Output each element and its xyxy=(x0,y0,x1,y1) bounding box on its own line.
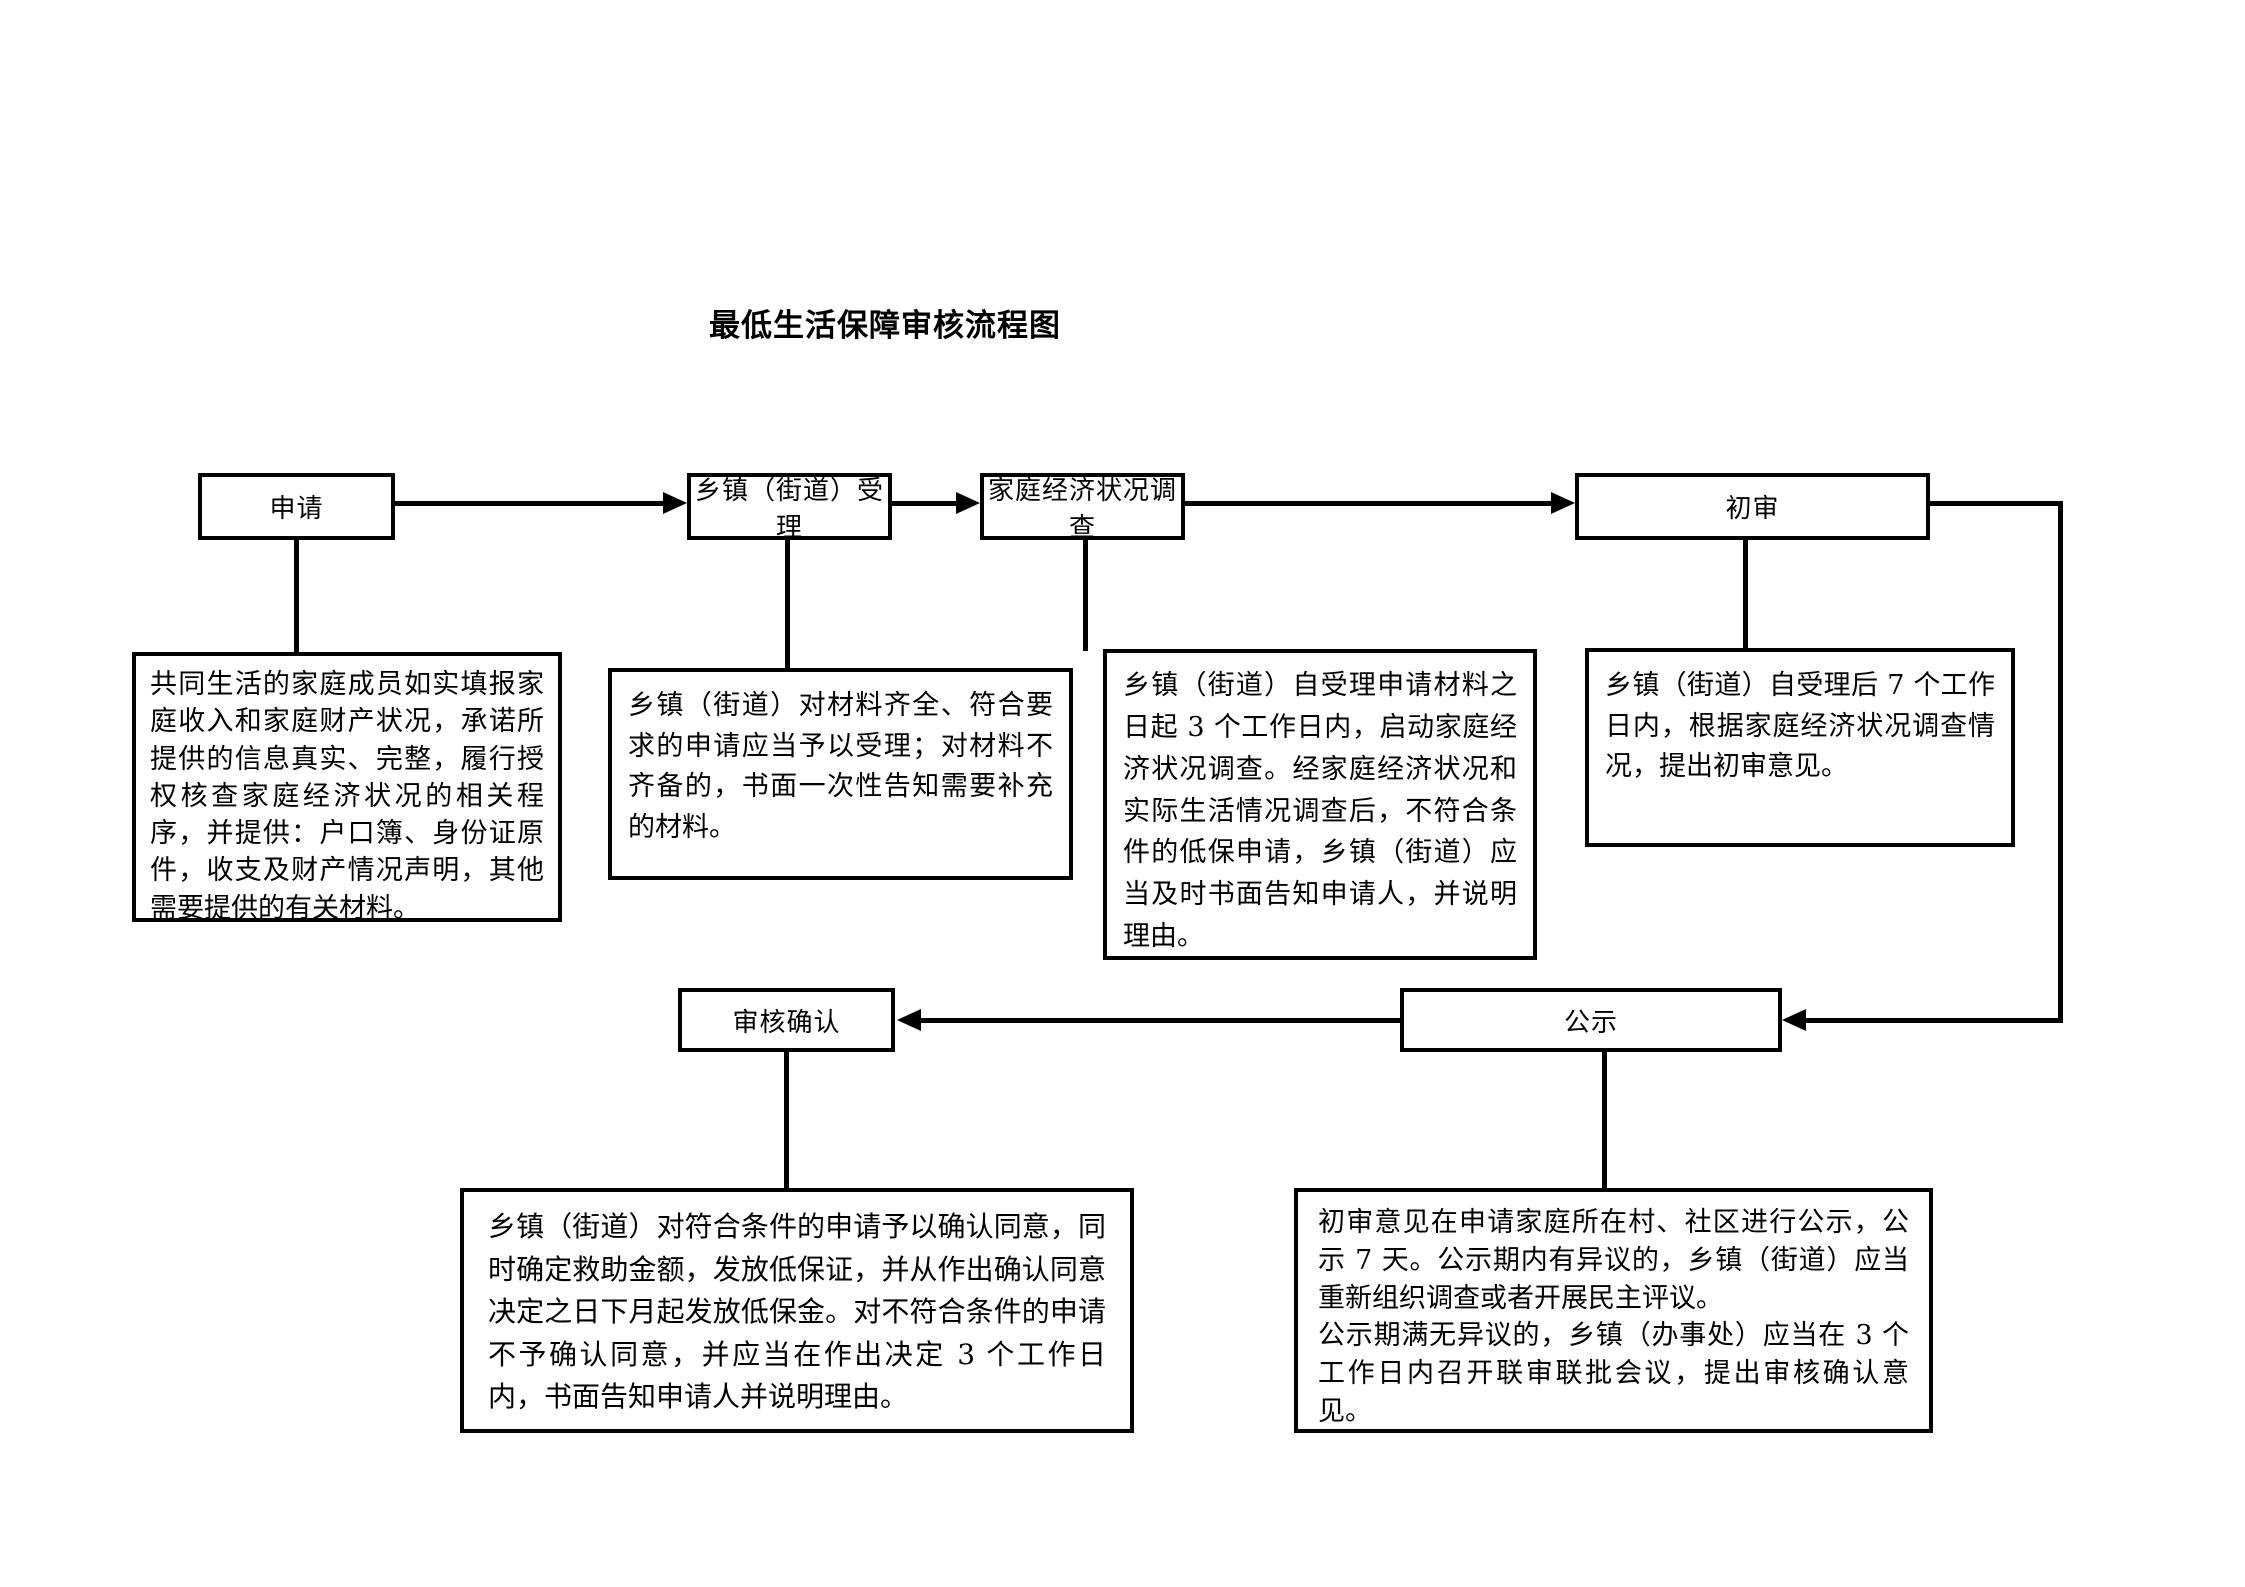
node-initial-review-label: 初审 xyxy=(1725,494,1780,524)
arrow-survey-to-initial-line xyxy=(1185,501,1553,506)
node-apply-label: 申请 xyxy=(269,494,324,524)
node-initial-review: 初审 xyxy=(1575,473,1930,540)
connector-initial-to-publicity-top xyxy=(1930,501,2063,506)
desc-accept: 乡镇（街道）对材料齐全、符合要求的申请应当予以受理；对材料不齐备的，书面一次性告… xyxy=(608,668,1073,880)
drop-line-publicity xyxy=(1602,1052,1607,1190)
drop-line-initial xyxy=(1743,540,1748,650)
desc-confirm: 乡镇（街道）对符合条件的申请予以确认同意，同时确定救助金额，发放低保证，并从作出… xyxy=(460,1188,1134,1433)
node-survey-label: 家庭经济状况调查 xyxy=(987,475,1177,543)
arrow-apply-to-accept-head-icon xyxy=(663,492,687,514)
arrow-publicity-to-confirm-head-icon xyxy=(897,1009,921,1031)
node-survey: 家庭经济状况调查 xyxy=(980,473,1185,543)
desc-initial-review: 乡镇（街道）自受理后 7 个工作日内，根据家庭经济状况调查情况，提出初审意见。 xyxy=(1585,648,2015,847)
node-confirm-label: 审核确认 xyxy=(732,1007,841,1038)
desc-survey: 乡镇（街道）自受理申请材料之日起 3 个工作日内，启动家庭经济状况调查。经家庭经… xyxy=(1103,649,1537,960)
connector-initial-to-publicity-vertical xyxy=(2058,501,2063,1023)
desc-publicity: 初审意见在申请家庭所在村、社区进行公示，公示 7 天。公示期内有异议的，乡镇（街… xyxy=(1294,1188,1933,1433)
node-publicity-label: 公示 xyxy=(1563,1007,1618,1038)
drop-line-confirm xyxy=(784,1052,789,1190)
drop-line-apply xyxy=(294,540,299,654)
arrow-apply-to-accept-line xyxy=(395,501,665,506)
arrow-survey-to-initial-head-icon xyxy=(1551,492,1575,514)
arrow-initial-to-publicity-head-icon xyxy=(1782,1009,1806,1031)
node-confirm: 审核确认 xyxy=(678,988,895,1052)
node-publicity: 公示 xyxy=(1400,988,1782,1052)
arrow-accept-to-survey-line xyxy=(892,501,958,506)
node-accept: 乡镇（街道）受理 xyxy=(687,473,892,543)
connector-initial-to-publicity-bottom xyxy=(1803,1018,2063,1023)
arrow-accept-to-survey-head-icon xyxy=(956,492,980,514)
desc-apply: 共同生活的家庭成员如实填报家庭收入和家庭财产状况，承诺所提供的信息真实、完整，履… xyxy=(132,652,562,922)
node-accept-label: 乡镇（街道）受理 xyxy=(694,475,884,543)
drop-line-survey xyxy=(1083,540,1088,651)
arrow-publicity-to-confirm-line xyxy=(919,1018,1402,1023)
drop-line-accept xyxy=(785,540,790,670)
page-title: 最低生活保障审核流程图 xyxy=(709,308,1061,344)
node-apply: 申请 xyxy=(198,473,395,540)
